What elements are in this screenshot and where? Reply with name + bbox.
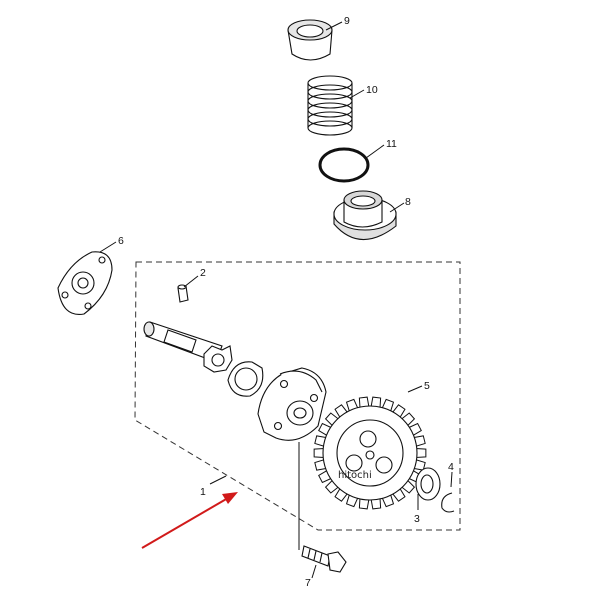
- callout-11: 11: [386, 138, 397, 150]
- leader-lines: [99, 21, 453, 579]
- red-arrow-icon: [141, 492, 238, 549]
- watermark-text: hitochi: [338, 470, 372, 481]
- callout-8: 8: [405, 196, 411, 208]
- callout-2: 2: [200, 267, 206, 279]
- part-3-washer: [415, 467, 441, 501]
- callout-10: 10: [366, 84, 378, 96]
- part-8-strainer-housing: [333, 190, 397, 240]
- callout-3: 3: [414, 513, 420, 525]
- part-4-circlip: [441, 492, 455, 513]
- part-6-gasket-plate: [57, 251, 113, 316]
- part-9-cap: [287, 19, 333, 61]
- part-5-sprocket: [313, 396, 427, 510]
- callout-1: 1: [200, 486, 206, 498]
- outer-rotor: [227, 361, 264, 397]
- callout-5: 5: [424, 380, 430, 392]
- part-2-pin: [177, 284, 189, 303]
- callout-7: 7: [305, 577, 311, 589]
- inner-rotor: [203, 345, 233, 373]
- part-10-spring: [307, 75, 353, 136]
- callout-6: 6: [118, 235, 124, 247]
- assembly-boundary: [134, 261, 461, 531]
- callout-4: 4: [448, 461, 454, 473]
- pump-body: [257, 367, 327, 441]
- callout-9: 9: [344, 15, 350, 27]
- part-11-o-ring: [318, 147, 370, 183]
- part-7-bolt: [301, 545, 347, 573]
